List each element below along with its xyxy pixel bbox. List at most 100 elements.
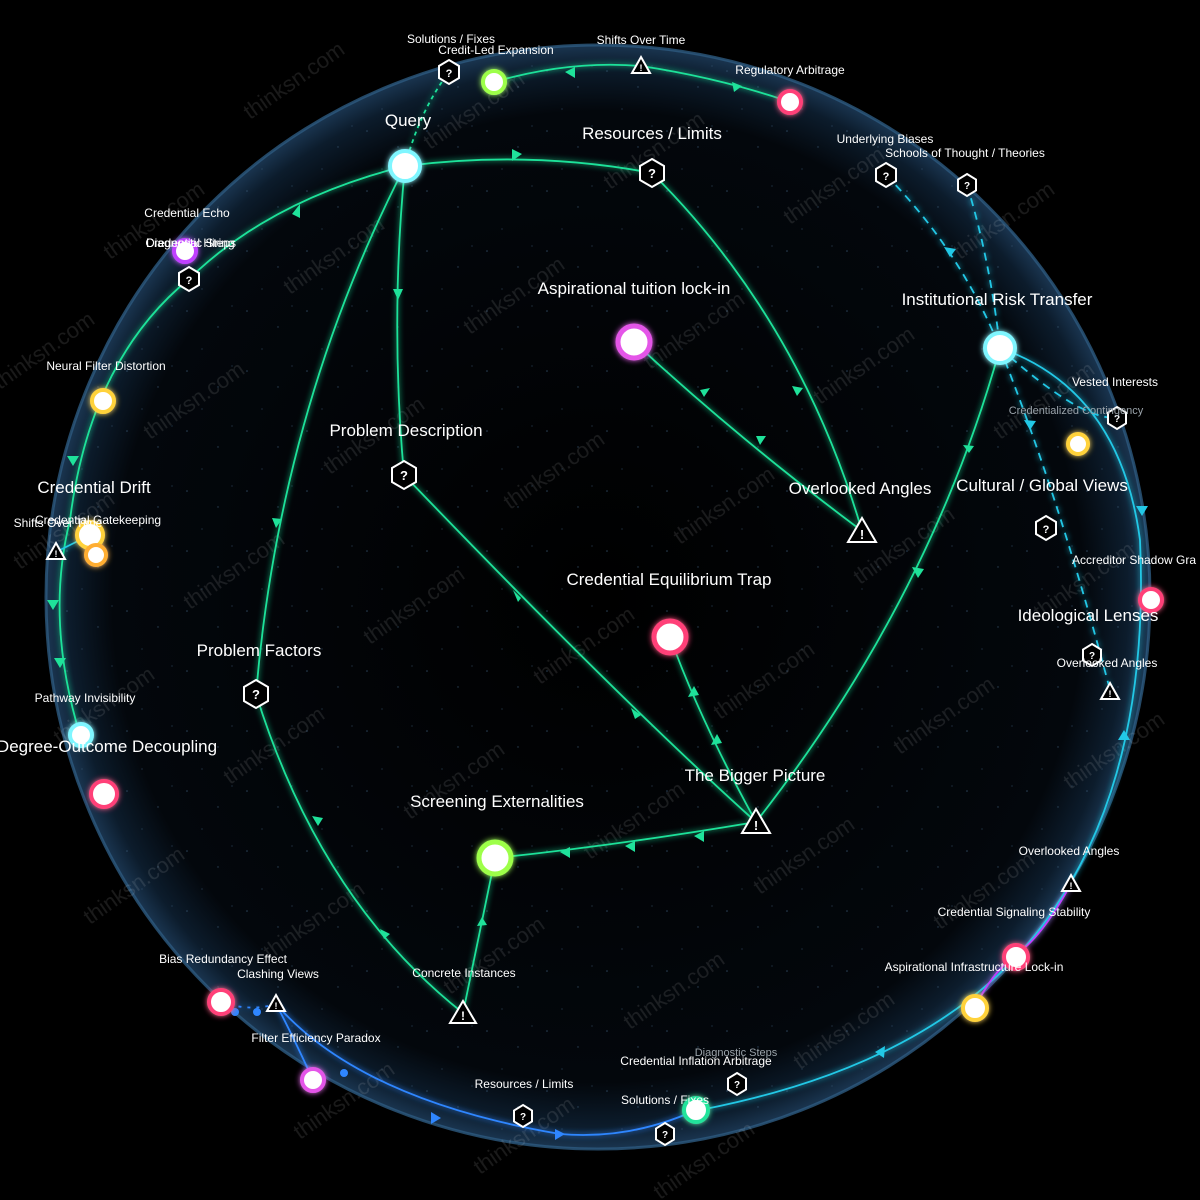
label-overlooked-angles-center: Overlooked Angles	[789, 479, 932, 498]
hint-node[interactable]: ?	[1107, 405, 1127, 431]
link-overlooked-aspirational	[633, 341, 863, 532]
link-problem-description-bigger	[403, 474, 757, 823]
label-credential-signaling: Credential Signaling Stability	[938, 905, 1091, 919]
svg-text:!: !	[275, 1001, 278, 1011]
hint-node[interactable]: ?	[655, 1121, 675, 1147]
label-credential-gatekeeping: Credential Gatekeeping	[35, 513, 161, 527]
hint-node[interactable]: ?	[639, 157, 665, 189]
node-credential-inflation[interactable]	[682, 1096, 710, 1124]
arrow-marker	[1118, 730, 1130, 740]
hint-node[interactable]: ?	[391, 459, 417, 491]
svg-text:?: ?	[446, 68, 453, 80]
label-shifts-over-time-top: Shifts Over Time	[597, 33, 686, 47]
link-arc-bottom-blue	[275, 1003, 697, 1136]
hint-node[interactable]: ?	[438, 58, 460, 86]
watermark: thinksn.com	[0, 306, 99, 394]
label-credit-led: Credit-Led Expansion	[438, 43, 553, 57]
warning-triangle-icon	[1060, 872, 1082, 892]
hexagon-question-icon	[513, 1103, 533, 1129]
arrow-marker	[272, 518, 282, 528]
arrow-marker	[732, 82, 742, 92]
warning-node[interactable]: !	[265, 992, 287, 1012]
label-ideological-lenses: Ideological Lenses	[1018, 606, 1159, 625]
node-credential-gatekeeping[interactable]	[84, 543, 108, 567]
svg-text:?: ?	[964, 181, 970, 192]
arrow-marker	[688, 686, 699, 697]
warning-node[interactable]: !	[1099, 680, 1121, 700]
link-dot	[231, 1008, 239, 1016]
warning-node[interactable]: !	[740, 807, 772, 834]
svg-text:!: !	[1070, 881, 1073, 891]
arrow-marker	[912, 567, 924, 578]
label-aspirational-infrastructure: Aspirational Infrastructure Lock-in	[885, 960, 1064, 974]
node-credentialized-contingency[interactable]	[1066, 432, 1090, 456]
arrow-marker	[963, 445, 974, 453]
hint-node[interactable]: ?	[513, 1103, 533, 1129]
warning-triangle-icon	[630, 54, 652, 74]
link-bias-clashing	[220, 1001, 277, 1009]
warning-triangle-icon	[45, 540, 67, 560]
arrow-marker	[694, 831, 704, 842]
label-solutions-fixes-bottom: Solutions / Fixes	[621, 1093, 709, 1107]
node-screening-externalities[interactable]	[476, 839, 514, 877]
label-bigger-picture: The Bigger Picture	[685, 766, 826, 785]
warning-node[interactable]: !	[846, 516, 878, 543]
svg-text:?: ?	[1114, 414, 1120, 425]
link-dot	[253, 1008, 261, 1016]
node-bias-redundancy[interactable]	[207, 988, 235, 1016]
node-aspirational-tuition[interactable]	[615, 323, 653, 361]
hint-node[interactable]: ?	[243, 678, 269, 710]
label-institutional-risk: Institutional Risk Transfer	[902, 290, 1093, 309]
node-filter-efficiency[interactable]	[300, 1067, 326, 1093]
watermark: thinksn.com	[239, 36, 350, 124]
hexagon-question-icon	[655, 1121, 675, 1147]
node-pathway-invisibility[interactable]	[68, 722, 94, 748]
hint-node[interactable]: ?	[875, 161, 897, 189]
warning-node[interactable]: !	[45, 540, 67, 560]
warning-node[interactable]: !	[448, 999, 478, 1024]
node-query[interactable]	[388, 149, 422, 183]
hexagon-question-icon	[1035, 514, 1057, 542]
label-schools-of-thought: Schools of Thought / Theories	[885, 146, 1045, 160]
label-filter-efficiency: Filter Efficiency Paradox	[251, 1031, 380, 1045]
label-shifts-over-time-left: Shifts Over Time	[14, 516, 103, 530]
hint-node[interactable]: ?	[178, 265, 200, 293]
hint-node[interactable]: ?	[1082, 642, 1102, 668]
node-accreditor-shadow[interactable]	[1138, 587, 1164, 613]
warning-nodes: ! ! ! ! ! ! ! !	[45, 54, 1121, 1024]
svg-text:?: ?	[662, 1130, 668, 1141]
link-problem-factors-concrete	[255, 693, 464, 1014]
arrow-marker	[756, 436, 766, 445]
node-institutional-risk[interactable]	[983, 331, 1017, 365]
label-credentialized-contingency: Credentialized Contingency	[1009, 405, 1144, 417]
hint-node[interactable]: ?	[957, 172, 977, 198]
warning-node[interactable]: !	[630, 54, 652, 74]
label-query: Query	[385, 111, 432, 130]
link-institutional-overlooked-right	[999, 347, 1111, 691]
label-diagnostic-steps-bottom: Diagnostic Steps	[695, 1047, 778, 1059]
warning-node[interactable]: !	[1060, 872, 1082, 892]
hint-node[interactable]: ?	[1035, 514, 1057, 542]
label-accreditor-shadow: Accreditor Shadow Gra	[1072, 553, 1196, 567]
svg-text:?: ?	[186, 275, 193, 287]
arrow-marker	[792, 386, 803, 396]
link-query-diagnostic	[188, 165, 406, 280]
node-degree-outcome[interactable]	[89, 779, 119, 809]
node-aspirational-infrastructure[interactable]	[961, 994, 989, 1022]
node-credit-led[interactable]	[481, 69, 507, 95]
hexagon-question-icon	[639, 157, 665, 189]
svg-text:?: ?	[648, 166, 656, 181]
arrow-marker	[625, 841, 635, 852]
node-credential-echo[interactable]	[172, 238, 198, 264]
link-query-problem-factors	[255, 165, 406, 695]
hexagon-question-icon	[727, 1071, 747, 1097]
label-aspirational-tuition: Aspirational tuition lock-in	[538, 279, 731, 298]
question-nodes: ? ? ? ? ? ? ? ?	[178, 58, 1127, 1147]
node-neural-filter[interactable]	[90, 388, 116, 414]
node-regulatory-arbitrage[interactable]	[777, 89, 803, 115]
node-credential-equilibrium[interactable]	[651, 618, 689, 656]
node-credential-signaling[interactable]	[1002, 943, 1030, 971]
label-credential-equilibrium: Credential Equilibrium Trap	[566, 570, 771, 589]
hint-node[interactable]: ?	[727, 1071, 747, 1097]
